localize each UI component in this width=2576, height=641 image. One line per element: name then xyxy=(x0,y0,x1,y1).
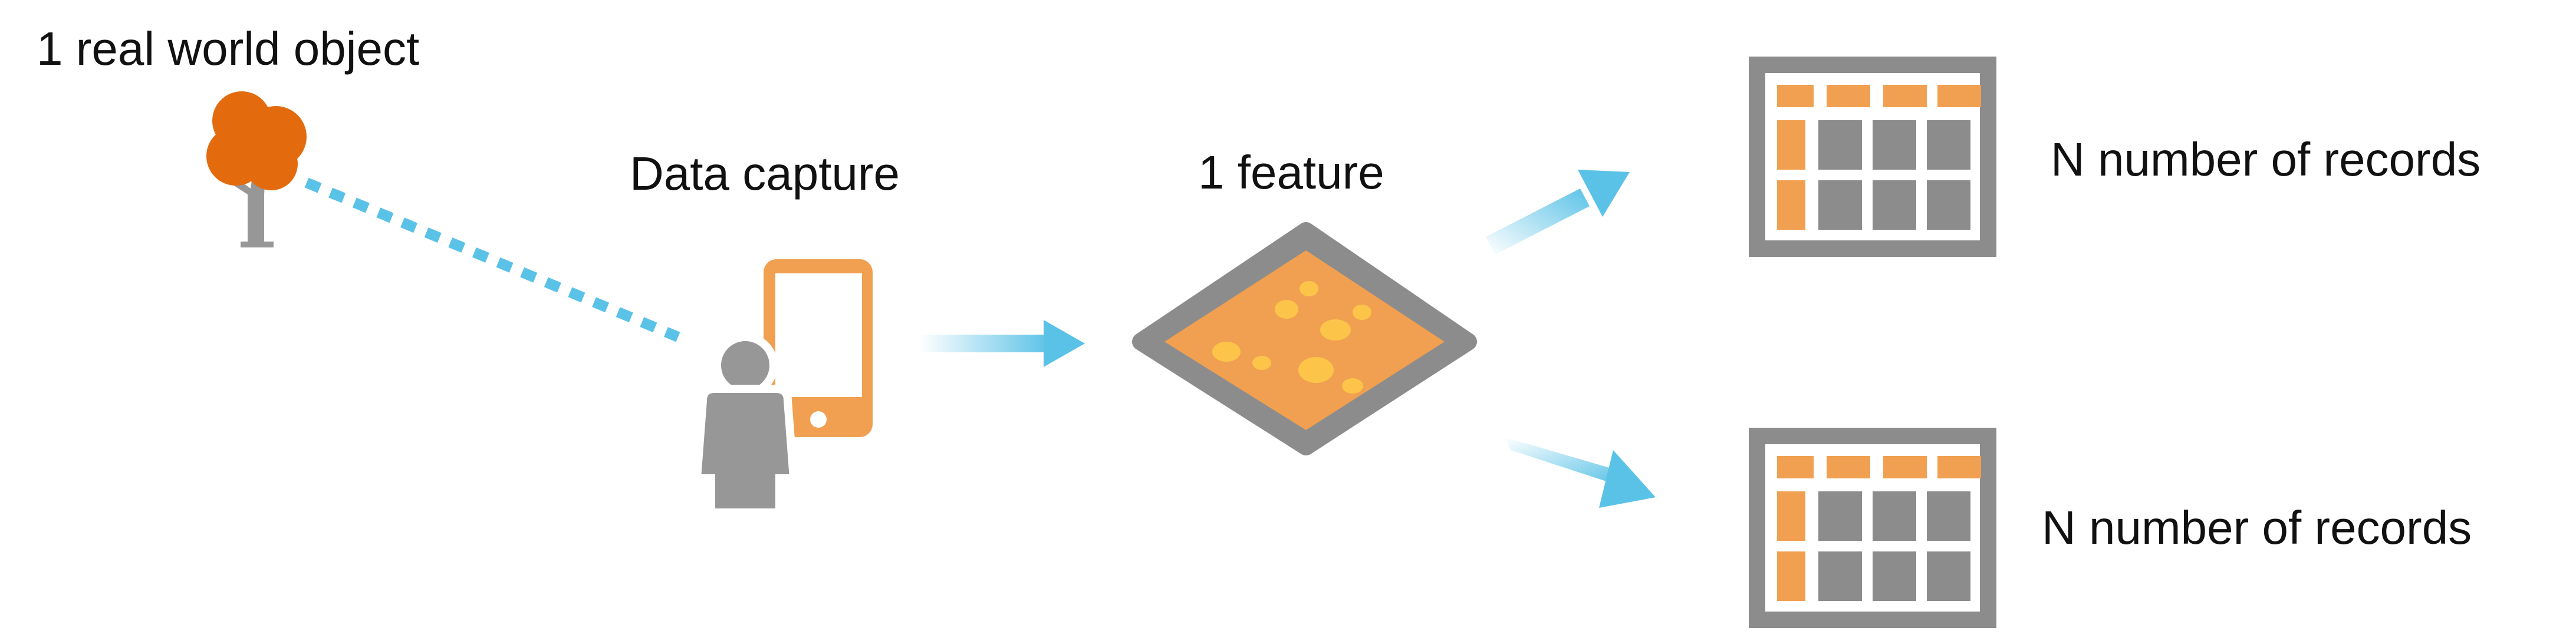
mobile-device-icon xyxy=(764,259,873,437)
capture-to-feature-arrow xyxy=(920,320,1085,367)
feature-to-top-records-arrow xyxy=(1486,170,1630,255)
table-icon-top xyxy=(1749,57,1996,257)
person-icon xyxy=(692,333,798,517)
feature-polygon-icon xyxy=(1132,222,1477,455)
data-capture-label: Data capture xyxy=(630,147,900,200)
feature-to-bottom-records-arrow xyxy=(1505,437,1656,508)
records-label-bottom: N number of records xyxy=(2042,501,2472,554)
records-label-top: N number of records xyxy=(2051,133,2480,186)
table-icon-bottom xyxy=(1749,428,1996,628)
feature-label: 1 feature xyxy=(1198,146,1384,199)
tree-icon xyxy=(206,91,307,247)
dotted-connector xyxy=(304,177,680,342)
real-world-object-label: 1 real world object xyxy=(37,22,419,75)
